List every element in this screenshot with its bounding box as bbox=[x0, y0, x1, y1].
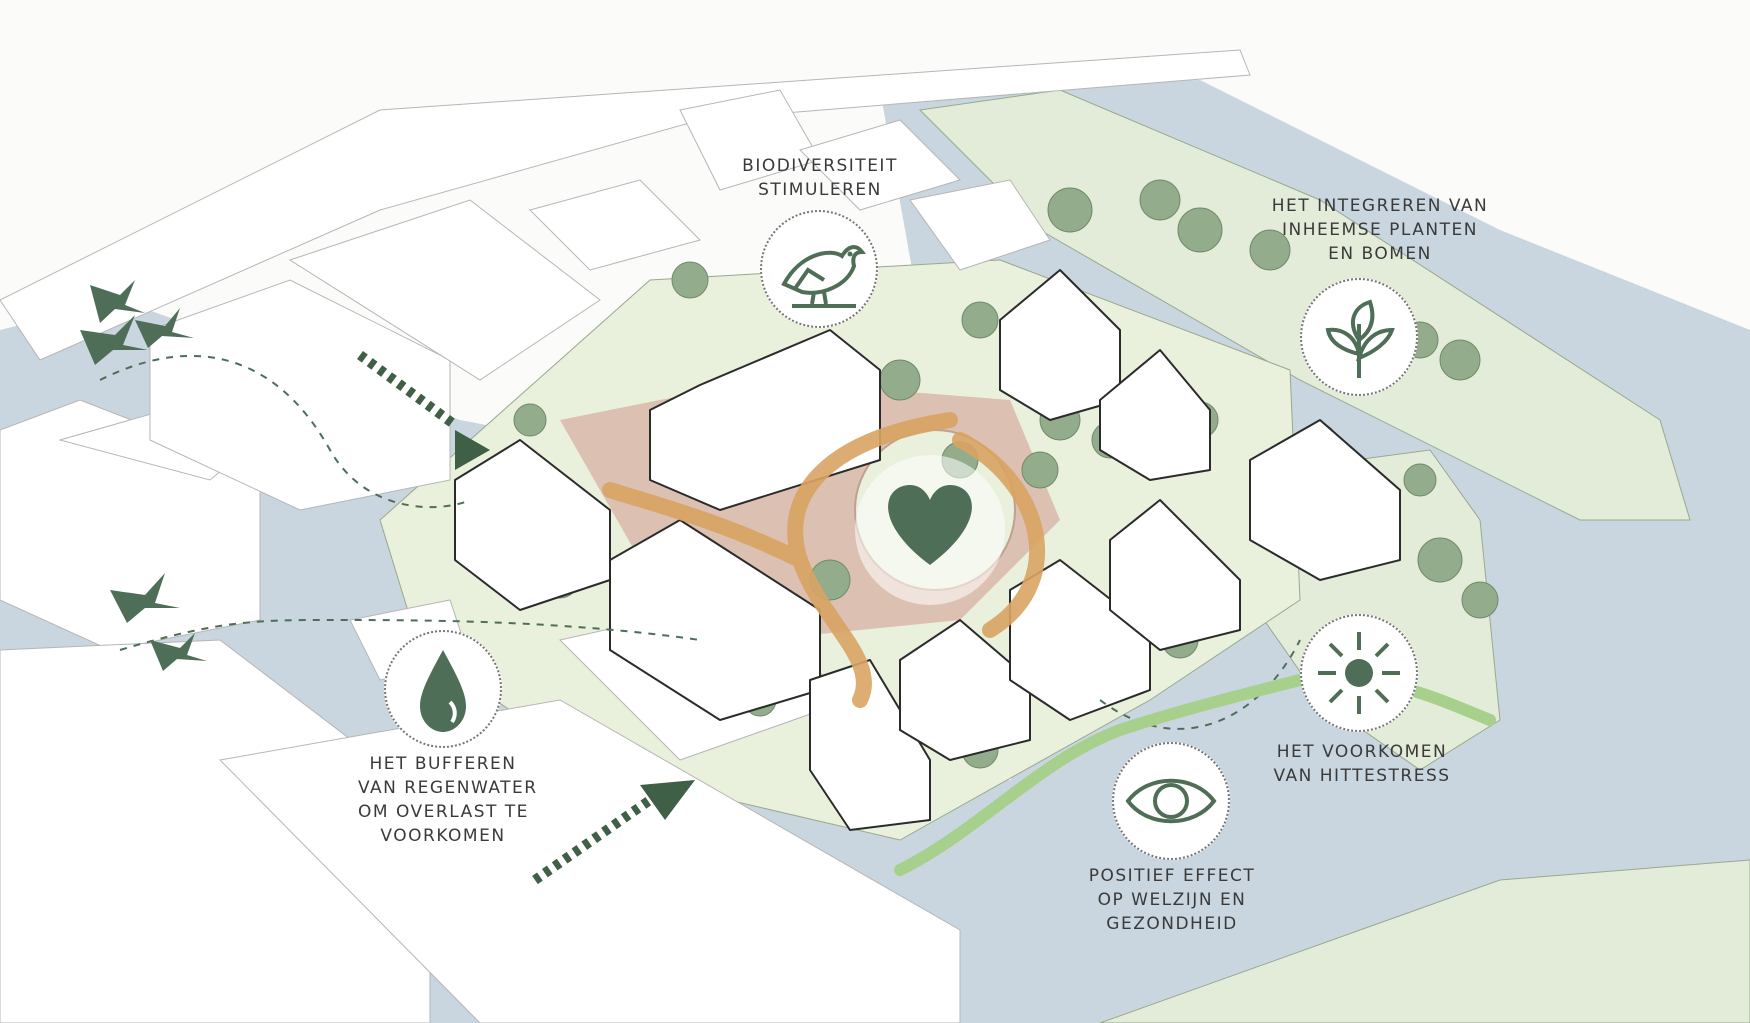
eye-icon bbox=[1125, 778, 1217, 824]
label-biodiversity: BIODIVERSITEIT STIMULEREN bbox=[740, 154, 900, 202]
label-line: HET BUFFEREN bbox=[369, 754, 517, 774]
bird-silhouettes bbox=[80, 280, 207, 671]
surrounding-buildings bbox=[0, 49, 1251, 1023]
sun-icon bbox=[1318, 632, 1400, 714]
heat-icon-circle bbox=[1300, 614, 1418, 732]
label-line: HET VOORKOMEN bbox=[1276, 742, 1448, 762]
water-drop-icon bbox=[420, 650, 466, 732]
label-line: OP WELZIJN EN bbox=[1097, 890, 1247, 910]
development-buildings bbox=[454, 269, 1401, 831]
bird-icon bbox=[781, 245, 867, 308]
plant-icon bbox=[1325, 299, 1395, 378]
label-line: GEZONDHEID bbox=[1106, 914, 1238, 934]
wellbeing-icon-circle bbox=[1112, 742, 1230, 860]
label-line: VOORKOMEN bbox=[380, 826, 506, 846]
native-plants-icon-circle bbox=[1300, 278, 1418, 396]
label-line: INHEEMSE PLANTEN bbox=[1282, 220, 1478, 240]
access-arrow-dashes bbox=[357, 350, 653, 885]
label-line: BIODIVERSITEIT bbox=[742, 156, 898, 176]
label-heat: HET VOORKOMEN VAN HITTESTRESS bbox=[1262, 740, 1462, 788]
label-line: OM OVERLAST TE bbox=[358, 802, 529, 822]
movement-arrows bbox=[602, 412, 1046, 708]
access-arrows bbox=[455, 430, 695, 820]
label-wellbeing: POSITIEF EFFECT OP WELZIJN EN GEZONDHEID bbox=[1082, 864, 1262, 936]
label-line: STIMULEREN bbox=[758, 180, 882, 200]
label-line: VAN HITTESTRESS bbox=[1273, 766, 1451, 786]
heart-icon bbox=[855, 455, 1005, 605]
label-line: POSITIEF EFFECT bbox=[1088, 866, 1256, 886]
dashed-flows bbox=[99, 354, 1301, 730]
label-line: VAN REGENWATER bbox=[358, 778, 538, 798]
rainwater-icon-circle bbox=[384, 630, 502, 748]
label-line: EN BOMEN bbox=[1328, 244, 1432, 264]
biodiversity-icon-circle bbox=[760, 210, 878, 328]
label-rainwater: HET BUFFEREN VAN REGENWATER OM OVERLAST … bbox=[358, 752, 538, 848]
label-line: HET INTEGREREN VAN bbox=[1271, 196, 1489, 216]
label-native-plants: HET INTEGREREN VAN INHEEMSE PLANTEN EN B… bbox=[1260, 194, 1500, 266]
